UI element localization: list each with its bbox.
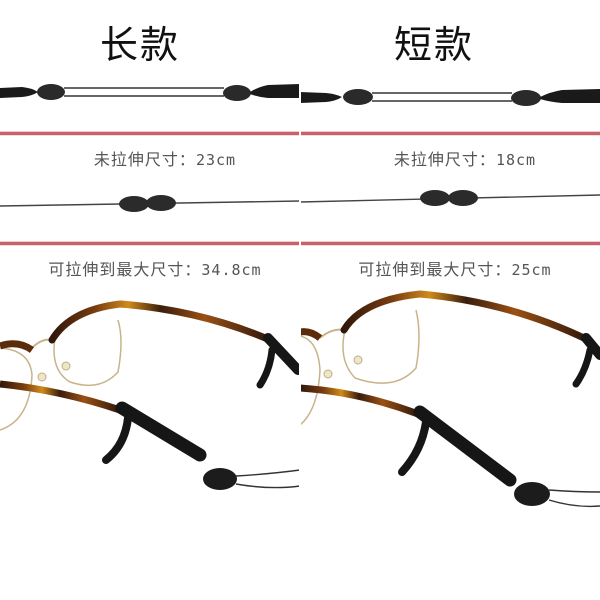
unstretched-size: 未拉伸尺寸：23cm [15, 146, 300, 170]
max-stretch-size: 可拉伸到最大尺寸：34.8cm [5, 256, 300, 280]
glasses-with-strap-image [0, 300, 300, 490]
max-stretch-size: 可拉伸到最大尺寸：25cm [305, 256, 600, 280]
panel-long: 长款 未拉伸尺寸：23cm 可拉伸到最大尺寸：34.8cm [0, 23, 300, 490]
strap-open-image [0, 84, 300, 101]
glasses-with-strap-image [300, 290, 600, 508]
panel-divider [299, 0, 301, 600]
max-stretch-size-label: 可拉伸到最大尺寸： [358, 260, 512, 279]
max-stretch-size-label: 可拉伸到最大尺寸： [48, 260, 202, 279]
panel-title: 长款 [99, 23, 180, 67]
panel-title: 短款 [393, 23, 474, 67]
strap-open-image [300, 89, 600, 106]
strap-closed-image [300, 190, 600, 206]
divider-line [300, 241, 600, 246]
unstretched-size-value: 18cm [495, 151, 537, 169]
unstretched-size-label: 未拉伸尺寸： [393, 150, 496, 169]
strap-closed-image [0, 195, 300, 212]
divider-line [300, 131, 600, 136]
divider-line [0, 131, 300, 136]
unstretched-size-label: 未拉伸尺寸： [93, 150, 196, 169]
divider-line [0, 241, 300, 246]
unstretched-size-value: 23cm [195, 151, 237, 169]
panel-short: 短款 未拉伸尺寸：18cm 可拉伸到最大尺寸：25cm [300, 0, 600, 600]
unstretched-size: 未拉伸尺寸：18cm [315, 146, 600, 170]
max-stretch-size-value: 34.8cm [201, 261, 262, 279]
max-stretch-size-value: 25cm [511, 261, 552, 279]
